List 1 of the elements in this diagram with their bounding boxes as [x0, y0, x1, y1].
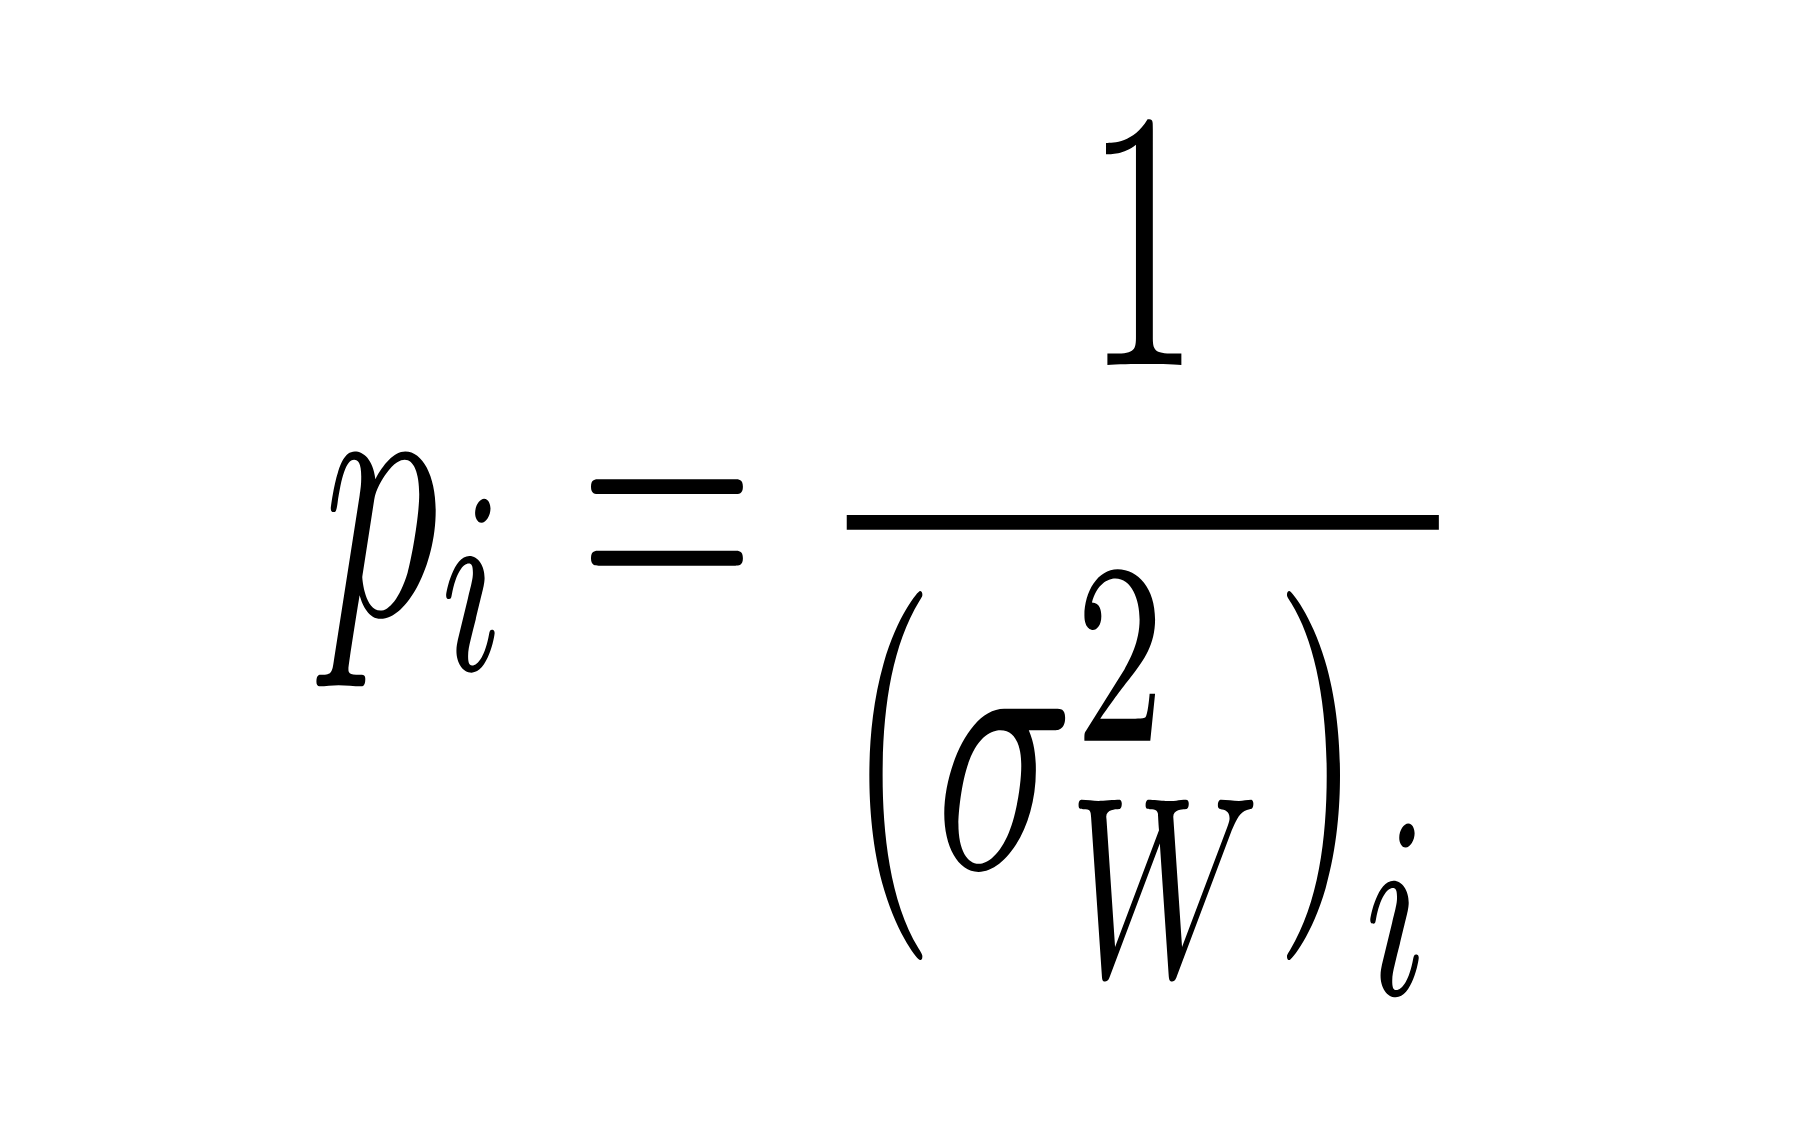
formula: $p_{i} = \frac{1}{\left(\sigma_{W}^{2}\right)_{i}}$: [316, 119, 1439, 998]
